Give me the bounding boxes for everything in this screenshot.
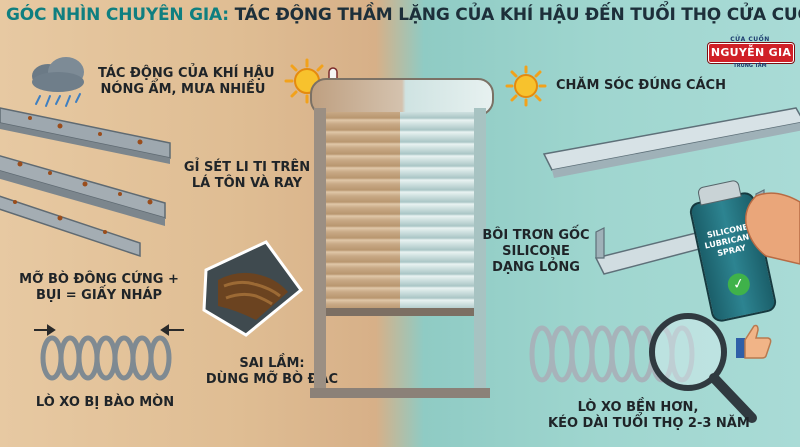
lube-label-line3: DẠNG LỎNG (492, 260, 580, 275)
shutter-curtain-right (400, 112, 474, 312)
title-rest: TÁC ĐỘNG THẦM LẶNG CỦA KHÍ HẬU ĐẾN TUỔI … (228, 5, 800, 25)
durable-spring-label: LÒ XO BỀN HƠN, KÉO DÀI TUỔI THỌ 2-3 NĂM (548, 400, 750, 432)
shutter-floor (310, 388, 490, 398)
hand-illustration (744, 192, 800, 265)
logo-top-text: CỬA CUỐN (730, 36, 770, 43)
lube-label-line1: BÔI TRƠN GỐC (482, 228, 590, 243)
silicone-lube-label: BÔI TRƠN GỐC SILICONE DẠNG LỎNG (476, 228, 596, 276)
grease-label-line1: MỠ BÒ ĐÔNG CỨNG + (19, 272, 179, 287)
worn-spring-label: LÒ XO BỊ BÀO MÒN (20, 395, 190, 411)
shutter-bottom-bar (326, 308, 474, 316)
shutter-top-box (310, 78, 494, 116)
lube-label-line2: SILICONE (502, 244, 570, 259)
checkmark-icon: ✓ (725, 271, 752, 298)
title-lead: GÓC NHÌN CHUYÊN GIA: (6, 5, 229, 25)
brand-logo: CỬA CUỐN NGUYỄN GIA TRUNG TÂM (706, 36, 794, 76)
shutter-right-post (474, 108, 486, 398)
climate-label-line2: NÓNG ẨM, MƯA NHIỀU (100, 82, 266, 97)
page-title: GÓC NHÌN CHUYÊN GIA: TÁC ĐỘNG THẦM LẶNG … (6, 5, 800, 25)
logo-bottom-text: TRUNG TÂM (733, 63, 767, 69)
rolling-shutter-door (310, 78, 494, 398)
logo-brand-text: NGUYỄN GIA (708, 43, 794, 63)
worn-spring-illustration (34, 324, 184, 381)
mistake-label-line2: DÙNG MỠ BÒ ĐẶC (205, 372, 339, 387)
rain-cloud-icon (32, 57, 84, 107)
proper-care-label: CHĂM SÓC ĐÚNG CÁCH (556, 78, 726, 94)
worn-spring-text: LÒ XO BỊ BÀO MÒN (35, 395, 175, 410)
grease-dust-label: MỠ BÒ ĐÔNG CỨNG + BỤI = GIẤY NHÁP (14, 272, 184, 304)
durable-spring-illustration (529, 325, 695, 383)
proper-care-text: CHĂM SÓC ĐÚNG CÁCH (556, 78, 726, 93)
rust-label-line1: GỈ SÉT LI TI TRÊN (183, 160, 311, 175)
shutter-left-post (314, 108, 326, 398)
climate-impact-label: TÁC ĐỘNG CỦA KHÍ HẬU NÓNG ẨM, MƯA NHIỀU (98, 66, 275, 98)
sun-icon (505, 65, 547, 107)
rusty-rails-illustration (0, 107, 171, 258)
durable-spring-line2: KÉO DÀI TUỔI THỌ 2-3 NĂM (548, 416, 750, 431)
climate-label-line1: TÁC ĐỘNG CỦA KHÍ HẬU (98, 66, 275, 81)
thumbs-up-icon (736, 324, 772, 359)
rust-label-line2: LÁ TÔN VÀ RAY (191, 176, 303, 191)
mistake-label: SAI LẦM: DÙNG MỠ BÒ ĐẶC (192, 356, 352, 388)
mistake-label-line1: SAI LẦM: (239, 356, 305, 371)
grease-label-line2: BỤI = GIẤY NHÁP (35, 288, 163, 303)
rust-label: GỈ SÉT LI TI TRÊN LÁ TÔN VÀ RAY (172, 160, 322, 192)
hardened-grease-closeup (202, 240, 304, 337)
magnifier-icon (649, 313, 757, 423)
durable-spring-line1: LÒ XO BỀN HƠN, (577, 400, 699, 415)
